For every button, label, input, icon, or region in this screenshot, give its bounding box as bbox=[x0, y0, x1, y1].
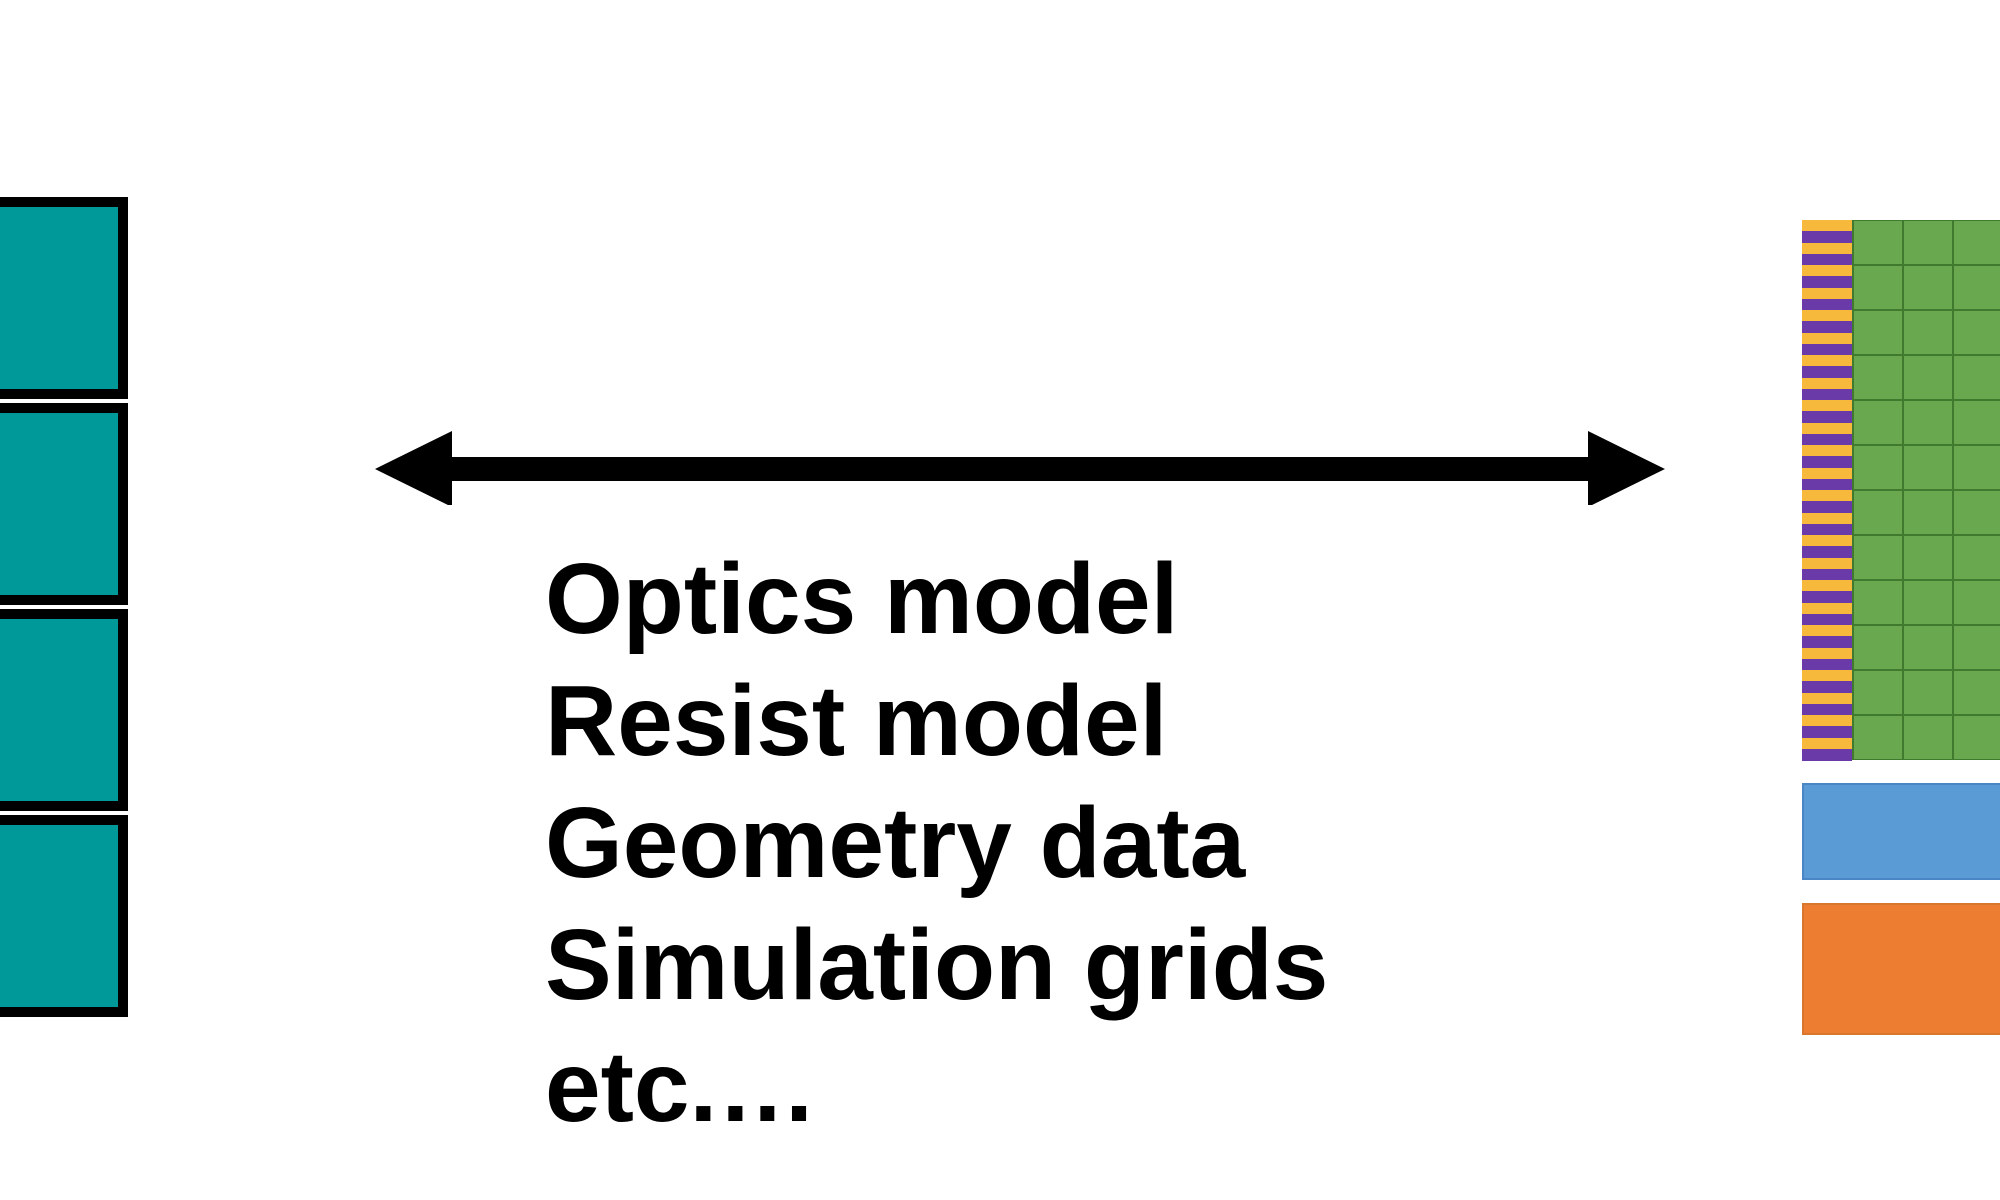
label-simulation-grids: Simulation grids bbox=[545, 909, 1329, 1021]
stripe-segment bbox=[1802, 287, 1852, 300]
model-label-list: Optics model Resist model Geometry data … bbox=[545, 538, 1328, 1148]
stripe-segment bbox=[1802, 321, 1852, 333]
stripe-segment bbox=[1802, 478, 1852, 491]
stripe-segment bbox=[1802, 625, 1852, 637]
green-grid-layer bbox=[1852, 220, 2000, 760]
stripe-segment bbox=[1802, 726, 1852, 738]
stripe-segment bbox=[1802, 310, 1852, 322]
stripe-segment bbox=[1802, 276, 1852, 288]
stripe-segment bbox=[1802, 636, 1852, 648]
teal-block-3 bbox=[0, 609, 128, 811]
label-optics-model: Optics model bbox=[545, 543, 1179, 655]
stripe-segment bbox=[1802, 681, 1852, 693]
stripe-segment bbox=[1802, 501, 1852, 513]
stripe-segment bbox=[1802, 748, 1852, 761]
label-geometry-data: Geometry data bbox=[545, 787, 1246, 899]
stripe-segment bbox=[1802, 433, 1852, 446]
striped-layer-column bbox=[1802, 220, 1852, 761]
stripe-segment bbox=[1802, 231, 1852, 243]
blue-layer-bar bbox=[1802, 783, 2000, 880]
stripe-segment bbox=[1802, 557, 1852, 570]
stripe-segment bbox=[1802, 670, 1852, 682]
stripe-segment bbox=[1802, 703, 1852, 716]
double-arrow-graphic bbox=[375, 431, 1665, 507]
arrow-head-right bbox=[1588, 431, 1665, 507]
stripe-segment bbox=[1802, 568, 1852, 581]
stripe-segment bbox=[1802, 602, 1852, 615]
green-grid-lines bbox=[1852, 220, 2000, 760]
double-arrow-icon bbox=[370, 425, 1670, 510]
stripe-segment bbox=[1802, 422, 1852, 435]
stripe-segment bbox=[1802, 512, 1852, 525]
stripe-segment bbox=[1802, 220, 1852, 232]
stripe-segment bbox=[1802, 580, 1852, 592]
stripe-segment bbox=[1802, 658, 1852, 671]
stripe-segment bbox=[1802, 355, 1852, 367]
orange-layer-bar bbox=[1802, 903, 2000, 1035]
stripe-segment bbox=[1802, 456, 1852, 468]
stripe-segment bbox=[1802, 535, 1852, 547]
stripe-segment bbox=[1802, 343, 1852, 356]
arrow-head-left bbox=[375, 431, 452, 507]
label-resist-model: Resist model bbox=[545, 665, 1168, 777]
stripe-segment bbox=[1802, 692, 1852, 705]
stripe-segment bbox=[1802, 332, 1852, 345]
stripe-segment bbox=[1802, 546, 1852, 558]
stripe-segment bbox=[1802, 467, 1852, 480]
stripe-segment bbox=[1802, 253, 1852, 266]
stripe-segment bbox=[1802, 591, 1852, 603]
stripe-segment bbox=[1802, 490, 1852, 502]
stripe-segment bbox=[1802, 242, 1852, 255]
teal-block-4 bbox=[0, 815, 128, 1017]
stripe-segment bbox=[1802, 400, 1852, 412]
teal-block-2 bbox=[0, 403, 128, 605]
stripe-segment bbox=[1802, 445, 1852, 457]
teal-block-1 bbox=[0, 197, 128, 399]
label-etc: etc.… bbox=[545, 1031, 818, 1143]
stripe-segment bbox=[1802, 715, 1852, 727]
stripe-segment bbox=[1802, 388, 1852, 401]
stripe-segment bbox=[1802, 613, 1852, 626]
stripe-segment bbox=[1802, 411, 1852, 423]
stripe-segment bbox=[1802, 377, 1852, 390]
stripe-segment bbox=[1802, 265, 1852, 277]
stripe-segment bbox=[1802, 366, 1852, 378]
stripe-segment bbox=[1802, 737, 1852, 750]
stripe-segment bbox=[1802, 523, 1852, 536]
stripe-segment bbox=[1802, 647, 1852, 660]
stripe-segment bbox=[1802, 298, 1852, 311]
